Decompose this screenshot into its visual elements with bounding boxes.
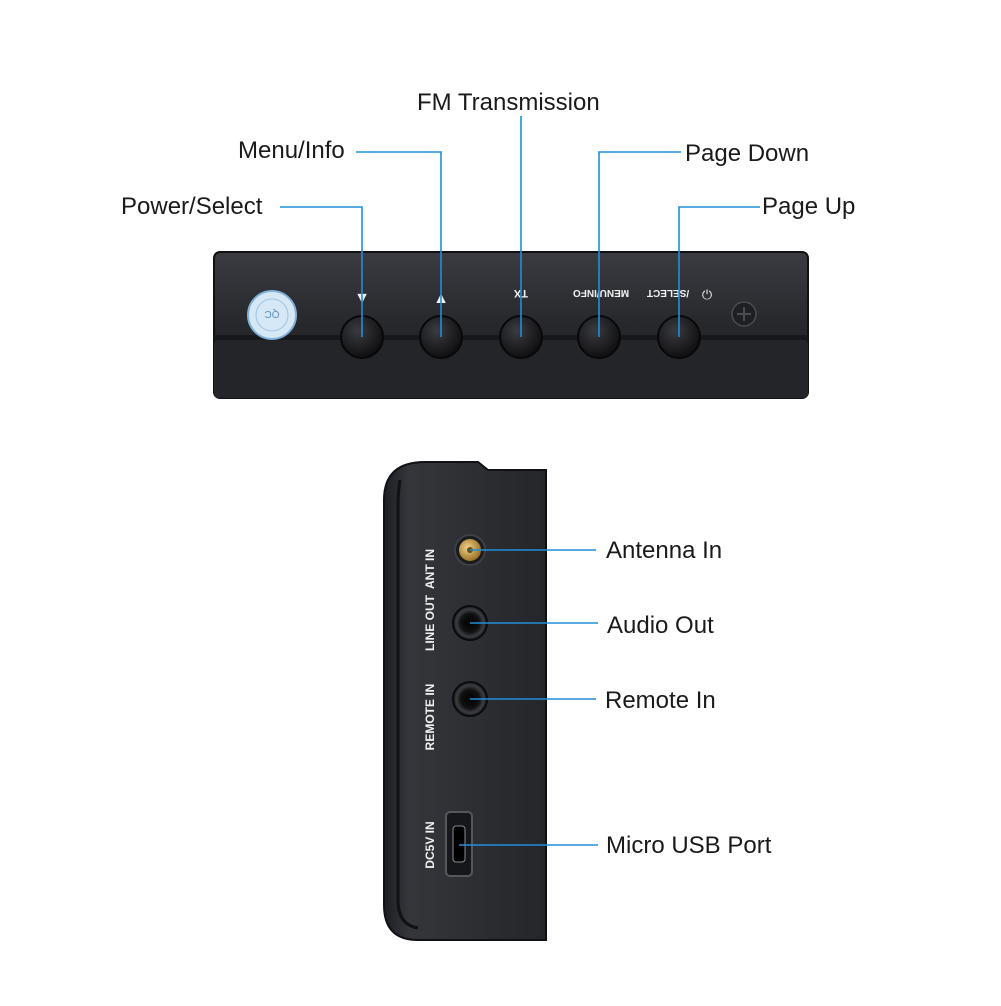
label-page-up: Page Up bbox=[762, 193, 856, 220]
marking-line-out: LINE OUT bbox=[423, 594, 437, 651]
label-micro-usb-port: Micro USB Port bbox=[606, 832, 772, 859]
label-fm-transmission: FM Transmission bbox=[417, 89, 600, 116]
marking-menu-info: MENU/INFO bbox=[573, 287, 629, 298]
leader-page-up bbox=[678, 206, 760, 337]
leader-power-select bbox=[280, 206, 363, 337]
label-antenna-in: Antenna In bbox=[606, 537, 723, 564]
label-page-down: Page Down bbox=[685, 140, 810, 167]
side-device: ANT IN LINE OUT REMOTE IN DC5V IN bbox=[383, 461, 547, 941]
micro-usb-port[interactable] bbox=[445, 811, 473, 877]
marking-remote-in: REMOTE IN bbox=[423, 684, 437, 751]
top-leader-lines bbox=[280, 116, 760, 337]
top-device: QC ▼ ▲ TX MENU/INFO /SELECT ⏻ bbox=[213, 251, 809, 399]
label-remote-in: Remote In bbox=[605, 687, 716, 714]
screw-icon bbox=[731, 301, 757, 327]
marking-ant-in: ANT IN bbox=[423, 549, 437, 589]
leader-menu-info bbox=[356, 151, 442, 337]
side-device-bezel bbox=[396, 479, 419, 930]
side-leader-lines bbox=[459, 549, 598, 846]
qc-sticker-text: QC bbox=[265, 308, 280, 319]
marking-dc5v-in: DC5V IN bbox=[423, 821, 437, 868]
power-icon: ⏻ bbox=[702, 288, 712, 303]
label-audio-out: Audio Out bbox=[607, 612, 714, 639]
leader-page-down bbox=[598, 151, 681, 337]
label-menu-info: Menu/Info bbox=[238, 137, 345, 164]
label-power-select: Power/Select bbox=[121, 193, 263, 220]
qc-sticker: QC bbox=[247, 290, 297, 340]
marking-select: /SELECT bbox=[647, 287, 689, 298]
